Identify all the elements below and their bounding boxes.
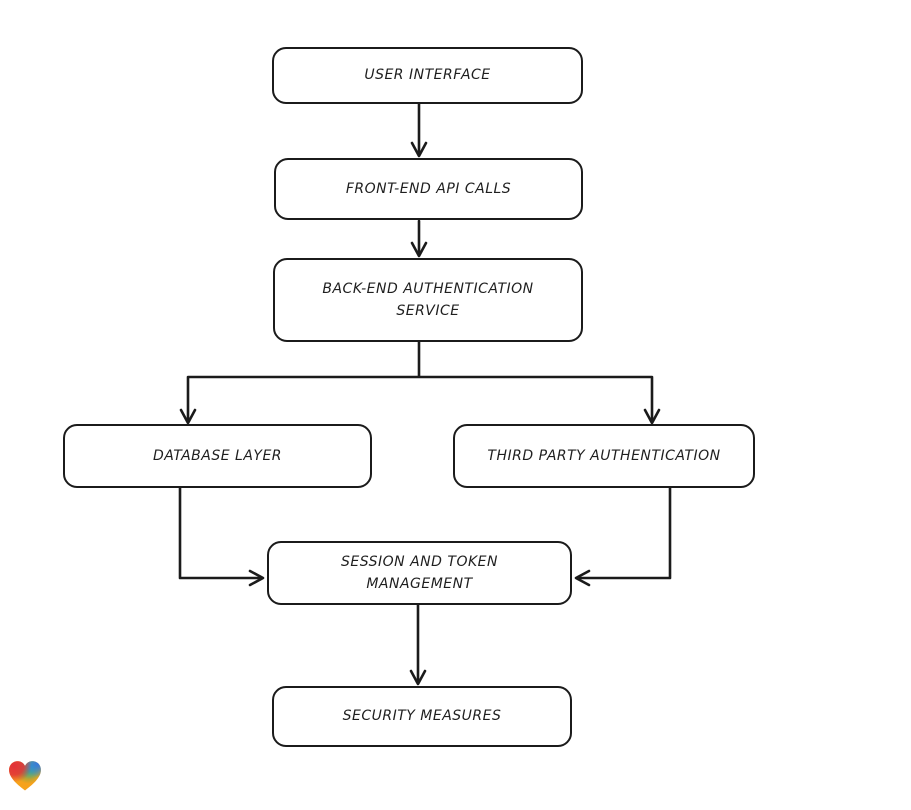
node-session-and-token-management: SESSION AND TOKEN MANAGEMENT [267, 541, 572, 605]
arrowhead-tp-to-session [574, 569, 591, 587]
arrow-be-branch [186, 340, 654, 421]
node-third-party-authentication-label: THIRD PARTY AUTHENTICATION [487, 447, 721, 464]
node-back-end-authentication-service-label: BACK-END AUTHENTICATION SERVICE [322, 280, 534, 319]
heart-icon [9, 761, 41, 791]
node-security-measures-label: SECURITY MEASURES [342, 708, 502, 725]
arrowhead-fe-to-be [410, 241, 428, 258]
node-user-interface: USER INTERFACE [272, 47, 583, 104]
arrowhead-be-to-db [179, 408, 197, 425]
arrowhead-db-to-session [248, 569, 265, 587]
node-database-layer: DATABASE LAYER [63, 424, 372, 488]
arrowhead-ui-to-fe [410, 141, 428, 158]
arrow-db-to-session [178, 486, 261, 580]
arrow-tp-to-session [578, 486, 672, 580]
node-user-interface-label: USER INTERFACE [364, 67, 491, 84]
arrowhead-session-to-security [409, 669, 427, 686]
arrowhead-be-to-tp [643, 408, 661, 425]
node-front-end-api-calls-label: FRONT-END API CALLS [345, 180, 512, 197]
node-security-measures: SECURITY MEASURES [272, 686, 572, 747]
node-back-end-authentication-service: BACK-END AUTHENTICATION SERVICE [273, 258, 583, 342]
node-session-and-token-management-label: SESSION AND TOKEN MANAGEMENT [341, 553, 498, 592]
node-third-party-authentication: THIRD PARTY AUTHENTICATION [453, 424, 755, 488]
node-database-layer-label: DATABASE LAYER [152, 447, 283, 464]
node-front-end-api-calls: FRONT-END API CALLS [274, 158, 583, 220]
gradient-heart-logo[interactable] [8, 759, 42, 793]
